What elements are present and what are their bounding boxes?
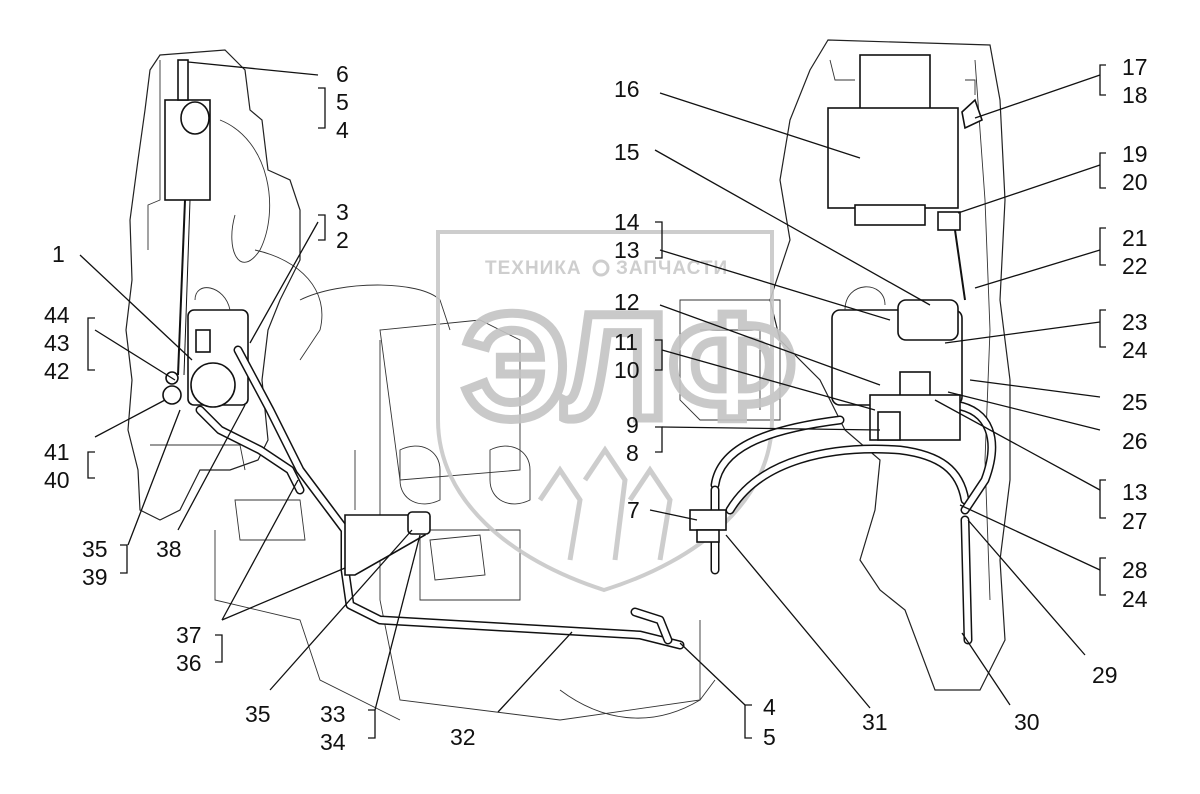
right-frame-outline	[769, 39, 1011, 691]
watermark-big-text: ЭЛФ	[462, 282, 796, 450]
callout-labels: 6 5 4 3 2 1 44 43 42 41 40 35 39 38 37 3…	[44, 54, 1148, 755]
leader-lines	[79, 61, 1106, 739]
callout-2: 2	[336, 227, 349, 253]
callout-11: 11	[614, 329, 638, 355]
callout-16: 16	[614, 76, 640, 102]
gear-icon	[592, 259, 610, 277]
callout-20: 20	[1122, 169, 1148, 195]
callout-18: 18	[1122, 82, 1148, 108]
callout-23: 23	[1122, 309, 1148, 335]
control-box	[827, 107, 959, 209]
callout-7: 7	[627, 497, 640, 523]
callout-41: 41	[44, 439, 70, 465]
callout-5: 5	[336, 89, 349, 115]
callout-26: 26	[1122, 428, 1148, 454]
callout-17: 17	[1122, 54, 1148, 80]
callout-5b: 5	[763, 724, 776, 750]
callout-35: 35	[82, 536, 108, 562]
callout-14: 14	[614, 209, 640, 235]
callout-40: 40	[44, 467, 70, 493]
callout-39: 39	[82, 564, 108, 590]
callout-13: 13	[614, 237, 640, 263]
center-bracket	[344, 509, 727, 576]
callout-36: 36	[176, 650, 202, 676]
callout-3: 3	[336, 199, 349, 225]
callout-34: 34	[320, 729, 346, 755]
callout-6: 6	[336, 61, 349, 87]
watermark-text-right: ЗАПЧАСТИ	[616, 258, 728, 279]
callout-9: 9	[626, 412, 639, 438]
callout-15: 15	[614, 139, 640, 165]
callout-10: 10	[614, 357, 640, 383]
callout-28: 28	[1122, 557, 1148, 583]
watermark-logo: ТЕХНИКА ЗАПЧАСТИ ЭЛФ	[436, 230, 801, 593]
callout-19: 19	[1122, 141, 1148, 167]
callout-29: 29	[1092, 662, 1118, 688]
right-components	[827, 54, 983, 441]
callout-35b: 35	[245, 701, 271, 727]
callout-4b: 4	[763, 694, 776, 720]
callout-31: 31	[862, 709, 888, 735]
callout-30: 30	[1014, 709, 1040, 735]
watermark-text-left: ТЕХНИКА	[485, 258, 582, 279]
callout-32: 32	[450, 724, 476, 750]
callout-4: 4	[336, 117, 349, 143]
callout-38: 38	[156, 536, 182, 562]
callout-1: 1	[52, 241, 65, 267]
callout-33: 33	[320, 701, 346, 727]
callout-12: 12	[614, 289, 640, 315]
callout-44: 44	[44, 302, 70, 328]
callout-22: 22	[1122, 253, 1148, 279]
callout-37: 37	[176, 622, 202, 648]
callout-13b: 13	[1122, 479, 1148, 505]
callout-25: 25	[1122, 389, 1148, 415]
callout-24: 24	[1122, 337, 1148, 363]
callout-21: 21	[1122, 225, 1148, 251]
callout-42: 42	[44, 358, 70, 384]
callout-27: 27	[1122, 508, 1148, 534]
callout-24b: 24	[1122, 586, 1148, 612]
left-components	[162, 59, 249, 408]
callout-8: 8	[626, 440, 639, 466]
engine-block-outline	[299, 284, 781, 721]
callout-43: 43	[44, 330, 70, 356]
